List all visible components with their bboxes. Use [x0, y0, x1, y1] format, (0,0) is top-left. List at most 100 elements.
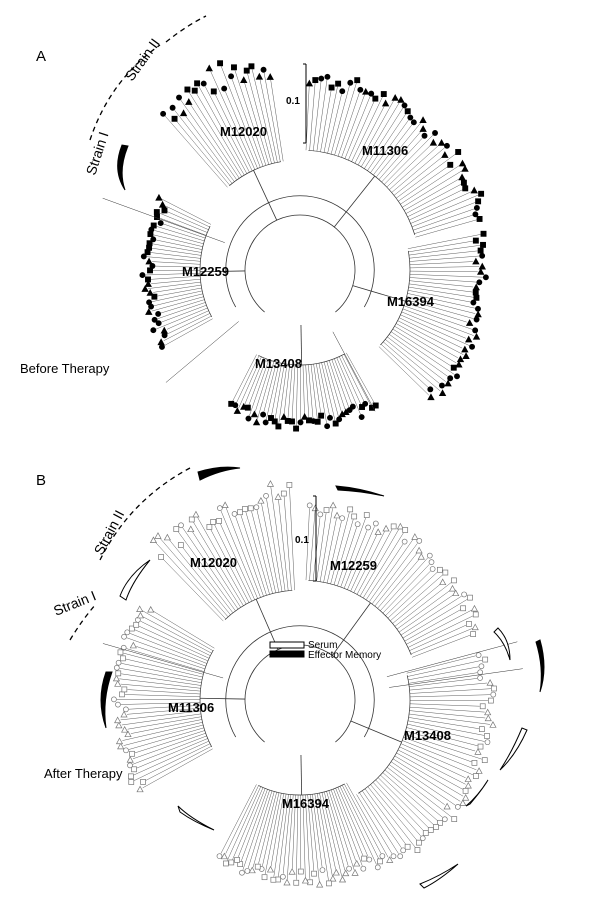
- panel-b-leaf-marker: [379, 853, 386, 859]
- panel-a-leaf-marker: [480, 230, 487, 237]
- panel-b-branch: [153, 611, 215, 649]
- panel-a-branch: [266, 362, 280, 420]
- panel-b-branch: [406, 655, 476, 674]
- panel-b-leaf-marker: [266, 865, 275, 873]
- panel-a-branch: [348, 101, 375, 161]
- panel-b-leaf-marker: [237, 509, 243, 516]
- panel-a-leaf-marker: [150, 327, 157, 334]
- panel-b-branch: [120, 710, 201, 721]
- panel-b-branch: [402, 599, 468, 639]
- panel-a-leaf-marker: [480, 241, 486, 248]
- panel-b-branch: [292, 794, 296, 869]
- panel-b-leaf-marker: [178, 522, 184, 529]
- panel-a-branch: [153, 293, 203, 306]
- panel-b-branch: [409, 678, 478, 687]
- panel-a-leaf-marker: [146, 299, 153, 306]
- panel-b-branch: [120, 702, 201, 705]
- panel-b-leaf-marker: [120, 655, 126, 662]
- panel-a-leaf-marker: [476, 216, 483, 222]
- panel-b-branch: [412, 634, 471, 658]
- panel-a-branch: [155, 265, 201, 268]
- panel-a-leaf-marker: [145, 308, 153, 315]
- panel-a-leaf-marker: [465, 335, 473, 343]
- panel-b-branch: [261, 503, 279, 593]
- panel-b-branch: [356, 794, 393, 854]
- panel-b-leaf-marker: [254, 863, 261, 870]
- panel-b-leaf-marker: [126, 756, 134, 763]
- panel-a-branch: [402, 170, 463, 208]
- panel-b-branch: [364, 788, 406, 845]
- panel-a-clade-arc: [258, 353, 345, 366]
- panel-b-branch: [142, 610, 214, 651]
- panel-a-branch: [411, 202, 476, 227]
- panel-b-branch: [305, 794, 311, 880]
- panel-b-leaf-marker: [280, 873, 286, 880]
- panel-b-leaf-marker: [411, 533, 419, 540]
- panel-a-branch: [403, 305, 473, 330]
- panel-a-branch: [334, 82, 357, 156]
- panel-b-leaf-marker: [419, 835, 426, 842]
- panel-a-leaf-marker: [194, 80, 201, 87]
- panel-a-leaf-marker: [439, 382, 445, 389]
- panel-b-branch: [406, 727, 478, 746]
- panel-b-branch: [347, 526, 375, 590]
- panel-a-leaf-marker: [458, 159, 467, 167]
- panel-b-branch: [127, 716, 202, 730]
- panel-a-branch: [408, 240, 473, 253]
- panel-a-leaf-marker: [427, 386, 434, 393]
- panel-b-branch: [136, 738, 208, 769]
- panel-a-branch: [408, 286, 474, 298]
- panel-b-leaf-marker: [347, 506, 354, 513]
- panel-a-branch: [409, 280, 474, 288]
- panel-b-leaf-marker: [317, 511, 324, 518]
- panel-b-leaf-marker: [311, 504, 319, 512]
- panel-a-leaf-marker: [462, 352, 470, 360]
- panel-a-leaf-marker: [153, 209, 160, 216]
- panel-a-leaf-marker: [456, 355, 465, 363]
- panel-a-branch: [407, 234, 481, 249]
- panel-a-branch: [387, 336, 446, 382]
- panel-b-branch: [382, 772, 438, 822]
- panel-a-leaf-marker: [233, 407, 242, 414]
- panel-a-branch: [190, 104, 240, 179]
- panel-b-leaf-marker: [119, 691, 125, 698]
- panel-a-branch: [398, 166, 448, 202]
- panel-a-leaf-marker: [419, 116, 427, 123]
- panel-a-branch: [357, 100, 394, 166]
- panel-b-branch: [380, 557, 428, 611]
- panel-a-branch: [392, 328, 452, 367]
- panel-a-branch: [399, 317, 463, 349]
- panel-b-leaf-marker: [266, 480, 275, 487]
- panel-b-branch: [251, 511, 273, 594]
- legend-effector-memory-swatch: [269, 650, 305, 658]
- panel-b-branch: [289, 487, 295, 591]
- panel-a-leaf-marker: [359, 404, 365, 410]
- panel-b-leaf-marker: [464, 775, 472, 782]
- panel-b-branch: [384, 769, 443, 818]
- panel-b-leaf-marker: [301, 876, 310, 884]
- panel-b-branch: [192, 531, 241, 608]
- panel-b-branch: [232, 787, 264, 860]
- panel-b-branch: [136, 646, 206, 670]
- panel-b-branch: [119, 668, 202, 683]
- panel-b-branch: [256, 510, 276, 593]
- panel-a-branch: [251, 69, 275, 164]
- panel-b-branch: [407, 615, 474, 648]
- panel-b-leaf-marker: [111, 696, 117, 703]
- panel-b-leaf-marker: [490, 691, 497, 698]
- panel-b-branch: [409, 682, 488, 691]
- legend-serum-swatch: [269, 641, 305, 649]
- panel-b-branch: [326, 521, 342, 584]
- panel-a-branch: [361, 102, 400, 167]
- panel-b-leaf-marker: [192, 510, 200, 518]
- panel-b-leaf-marker: [452, 589, 460, 597]
- panel-a-leaf-marker: [268, 415, 274, 421]
- panel-a-leaf-marker: [404, 108, 411, 115]
- panel-b-branch: [403, 737, 472, 763]
- panel-b-leaf-marker: [382, 524, 390, 532]
- panel-a-branch: [159, 217, 207, 236]
- panel-a-leaf-marker: [171, 115, 178, 122]
- panel-a-leaf-marker: [444, 379, 452, 387]
- panel-a-leaf-marker: [455, 149, 462, 155]
- panel-b-leaf-marker: [396, 522, 404, 530]
